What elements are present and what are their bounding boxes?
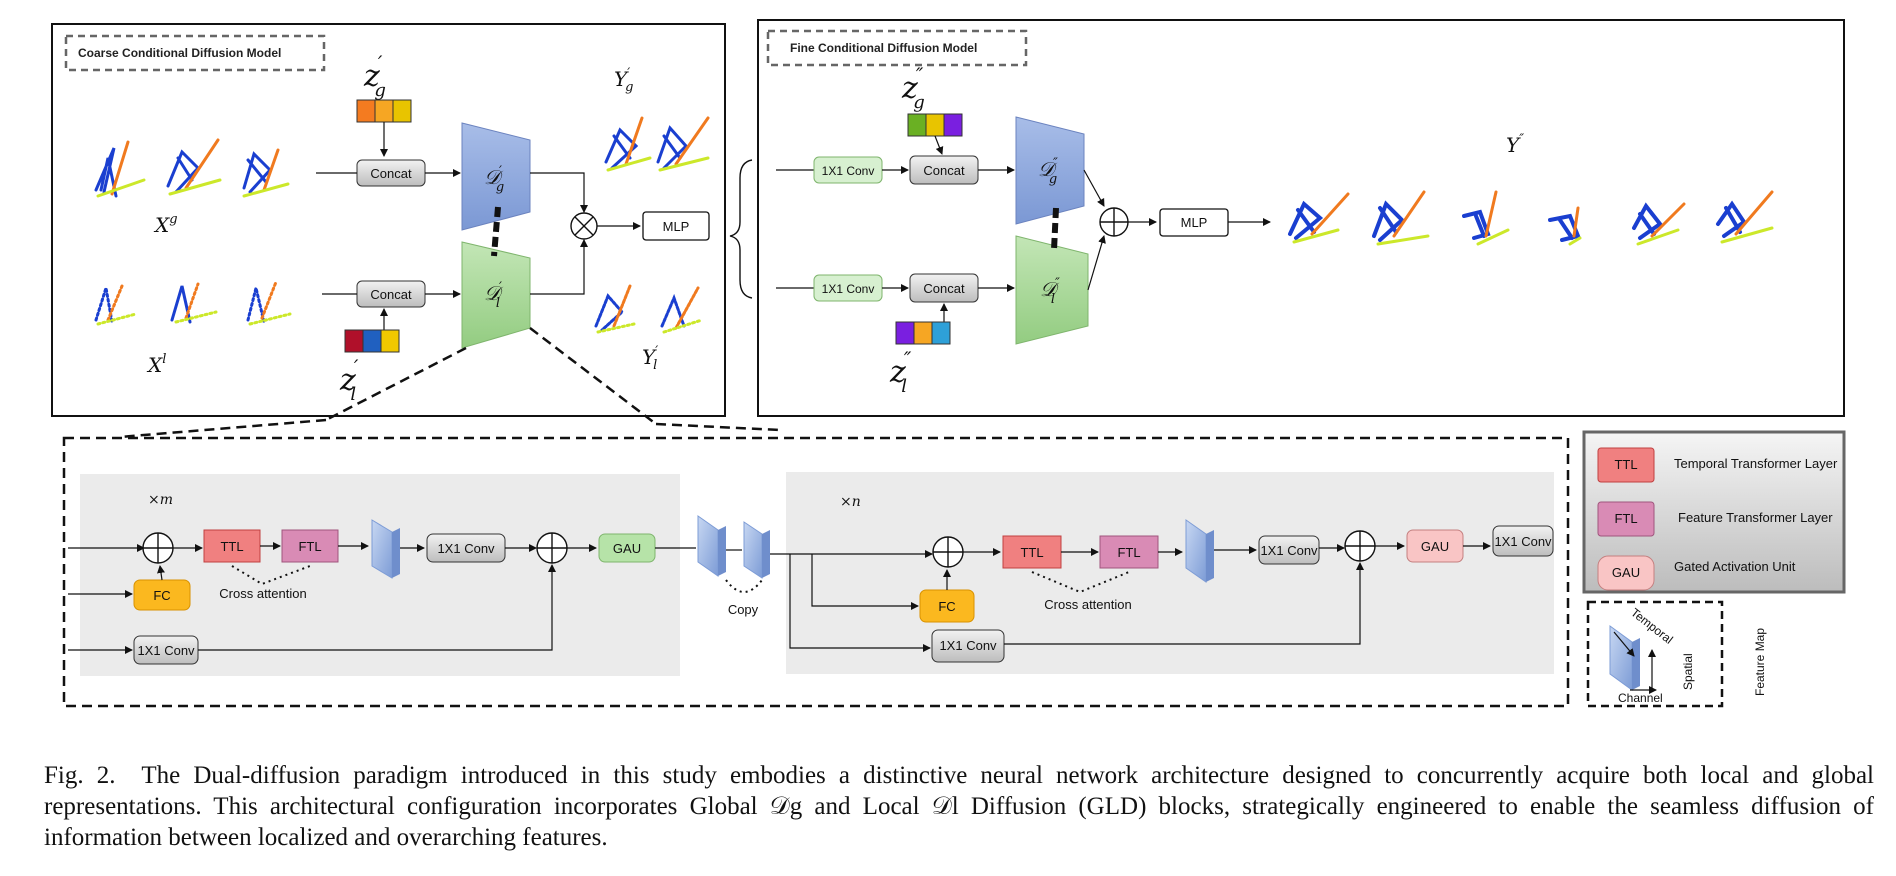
gld-ftl-2 bbox=[1099, 535, 1159, 569]
coarse-zl-label: z′l bbox=[339, 355, 359, 405]
cross-attention-1: Cross attention bbox=[219, 586, 306, 601]
pose-thumbnails-yg bbox=[604, 116, 710, 172]
gld-ftl-1 bbox=[281, 529, 339, 563]
legend-gau-text: Gated Activation Unit bbox=[1674, 559, 1796, 574]
pose-thumbnails-output bbox=[1288, 190, 1774, 246]
svg-text:TTL: TTL bbox=[1614, 457, 1637, 472]
legend-ttl-text: Temporal Transformer Layer bbox=[1674, 456, 1838, 471]
svg-text:TTL: TTL bbox=[220, 539, 243, 554]
xg-label: Xg bbox=[153, 212, 178, 237]
cross-attention-2: Cross attention bbox=[1044, 597, 1131, 612]
coarse-dl-label: 𝒟′l bbox=[484, 280, 504, 311]
feature-map-1 bbox=[371, 519, 400, 579]
coarse-multiply-op bbox=[570, 212, 598, 240]
svg-text:TTL: TTL bbox=[1020, 545, 1043, 560]
times-n-label: ×n bbox=[840, 494, 861, 510]
xl-label: Xl bbox=[146, 352, 166, 377]
svg-text:Concat: Concat bbox=[923, 163, 965, 178]
fine-zg-label: z″g bbox=[901, 63, 925, 113]
coarse-panel: Coarse Conditional Diffusion Model Xg Xl… bbox=[51, 23, 726, 417]
svg-text:FC: FC bbox=[153, 588, 170, 603]
pose-thumbnails-xl bbox=[94, 280, 292, 326]
fine-dl-label: 𝒟″l bbox=[1040, 276, 1060, 307]
feature-map-legend: Temporal Spatial Channel Feature Map bbox=[1586, 600, 1767, 708]
svg-text:1X1 Conv: 1X1 Conv bbox=[1494, 534, 1552, 549]
feature-map-2 bbox=[1185, 519, 1214, 583]
svg-text:FC: FC bbox=[938, 599, 955, 614]
svg-text:1X1 Conv: 1X1 Conv bbox=[137, 643, 195, 658]
times-m-label: ×m bbox=[148, 492, 173, 508]
caption-text: The Dual-diffusion paradigm introduced i… bbox=[44, 762, 1874, 851]
fine-zg-vector bbox=[907, 113, 963, 137]
feature-map-title: Feature Map bbox=[1753, 628, 1767, 696]
svg-text:MLP: MLP bbox=[663, 219, 690, 234]
spatial-label: Spatial bbox=[1681, 653, 1695, 690]
coarse-dg-block bbox=[461, 122, 531, 231]
legend-gau-swatch bbox=[1597, 555, 1655, 591]
legend-ftl-swatch bbox=[1597, 501, 1655, 537]
gld-conv-skip-2 bbox=[931, 629, 1005, 663]
svg-text:GAU: GAU bbox=[1612, 565, 1640, 580]
fine-zl-vector bbox=[895, 321, 951, 345]
copy-feature-map-2 bbox=[743, 521, 770, 579]
svg-text:1X1 Conv: 1X1 Conv bbox=[1260, 543, 1318, 558]
fine-dg-block bbox=[1015, 116, 1085, 225]
coarse-mlp bbox=[642, 211, 710, 241]
coarse-zg-label: z′g bbox=[363, 51, 386, 101]
legend-ttl-swatch bbox=[1597, 447, 1655, 483]
pose-thumbnails-yl bbox=[594, 284, 704, 334]
svg-text:1X1 Conv: 1X1 Conv bbox=[822, 164, 875, 178]
channel-label: Channel bbox=[1618, 691, 1663, 705]
gld-conv-2 bbox=[1258, 535, 1320, 565]
pose-thumbnails-xg bbox=[94, 138, 290, 198]
fine-panel: Fine Conditional Diffusion Model z″g 1X1… bbox=[757, 19, 1845, 417]
yl-label: Y′l bbox=[642, 344, 658, 373]
svg-text:1X1 Conv: 1X1 Conv bbox=[822, 282, 875, 296]
svg-text:Concat: Concat bbox=[370, 166, 412, 181]
brace-connector bbox=[729, 159, 753, 299]
svg-text:FTL: FTL bbox=[298, 539, 321, 554]
coarse-dg-label: 𝒟′g bbox=[484, 164, 504, 195]
svg-text:Concat: Concat bbox=[370, 287, 412, 302]
fine-zl-label: z″l bbox=[889, 347, 912, 397]
caption-fig-number: Fig. 2. bbox=[44, 762, 116, 789]
gld-add-op-1 bbox=[142, 532, 174, 564]
svg-text:GAU: GAU bbox=[1421, 539, 1449, 554]
legend-ftl-text: Feature Transformer Layer bbox=[1678, 510, 1833, 525]
yg-label: Y′g bbox=[614, 66, 633, 95]
svg-text:1X1 Conv: 1X1 Conv bbox=[939, 638, 997, 653]
fine-dl-block bbox=[1015, 235, 1089, 345]
gld-detail-panel: ×m FC TTL FTL Cross attention 1X1 Conv bbox=[62, 436, 1570, 708]
copy-feature-map-1 bbox=[697, 515, 726, 577]
y-double-prime-label: Y″ bbox=[1506, 132, 1524, 157]
gld-conv-out bbox=[1492, 525, 1554, 557]
svg-text:FTL: FTL bbox=[1117, 545, 1140, 560]
svg-text:MLP: MLP bbox=[1181, 215, 1208, 230]
fine-add-op bbox=[1099, 207, 1129, 237]
coarse-zg-vector bbox=[356, 99, 412, 123]
fine-title: Fine Conditional Diffusion Model bbox=[790, 41, 977, 55]
figure-caption: Fig. 2. The Dual-diffusion paradigm intr… bbox=[44, 760, 1874, 853]
coarse-zl-vector bbox=[344, 329, 400, 353]
gld-add-op-4 bbox=[1344, 530, 1376, 562]
svg-text:Concat: Concat bbox=[923, 281, 965, 296]
gld-add-op-3 bbox=[932, 536, 964, 568]
fine-dg-label: 𝒟″g bbox=[1038, 156, 1058, 187]
svg-text:1X1 Conv: 1X1 Conv bbox=[437, 541, 495, 556]
gld-ttl-2 bbox=[1002, 535, 1062, 569]
coarse-title: Coarse Conditional Diffusion Model bbox=[78, 46, 281, 60]
gld-add-op-2 bbox=[536, 532, 568, 564]
legend: TTL Temporal Transformer Layer FTL Featu… bbox=[1582, 430, 1846, 594]
svg-text:GAU: GAU bbox=[613, 541, 641, 556]
gld-ttl-1 bbox=[203, 529, 261, 563]
copy-label: Copy bbox=[728, 602, 759, 617]
svg-text:FTL: FTL bbox=[1614, 511, 1637, 526]
